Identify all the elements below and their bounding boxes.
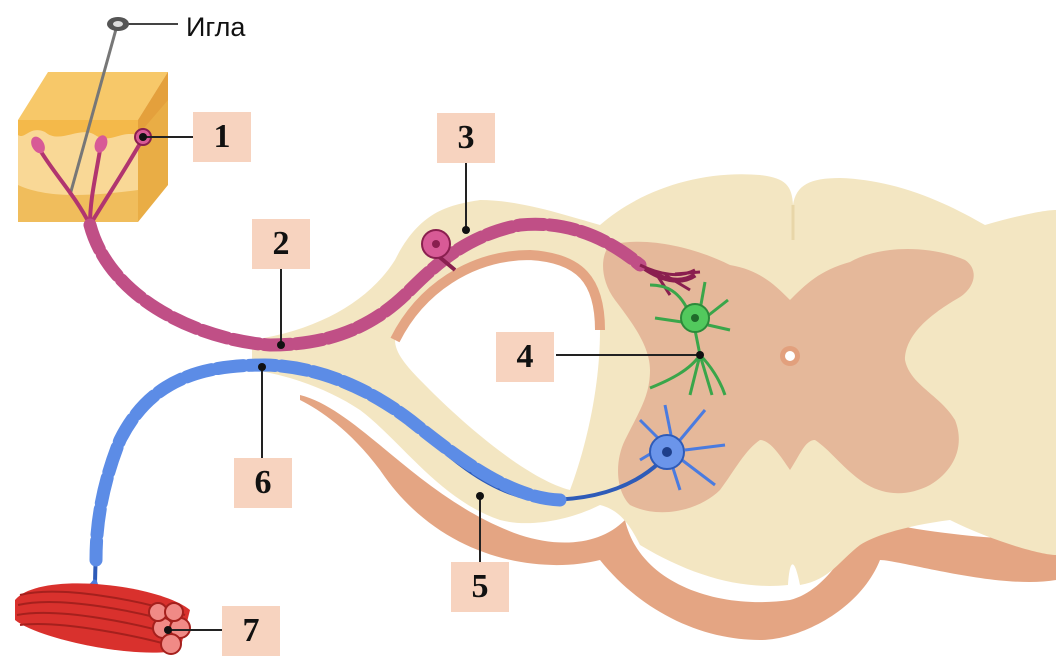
marker-2: 2 <box>252 219 310 269</box>
marker-4: 4 <box>496 332 554 382</box>
muscle-bundle <box>15 583 190 654</box>
needle-label: Игла <box>186 12 245 43</box>
marker-3: 3 <box>437 113 495 163</box>
marker-1: 1 <box>193 112 251 162</box>
marker-5: 5 <box>451 562 509 612</box>
spinal-cord <box>252 174 1056 640</box>
marker-7: 7 <box>222 606 280 656</box>
marker-6: 6 <box>234 458 292 508</box>
